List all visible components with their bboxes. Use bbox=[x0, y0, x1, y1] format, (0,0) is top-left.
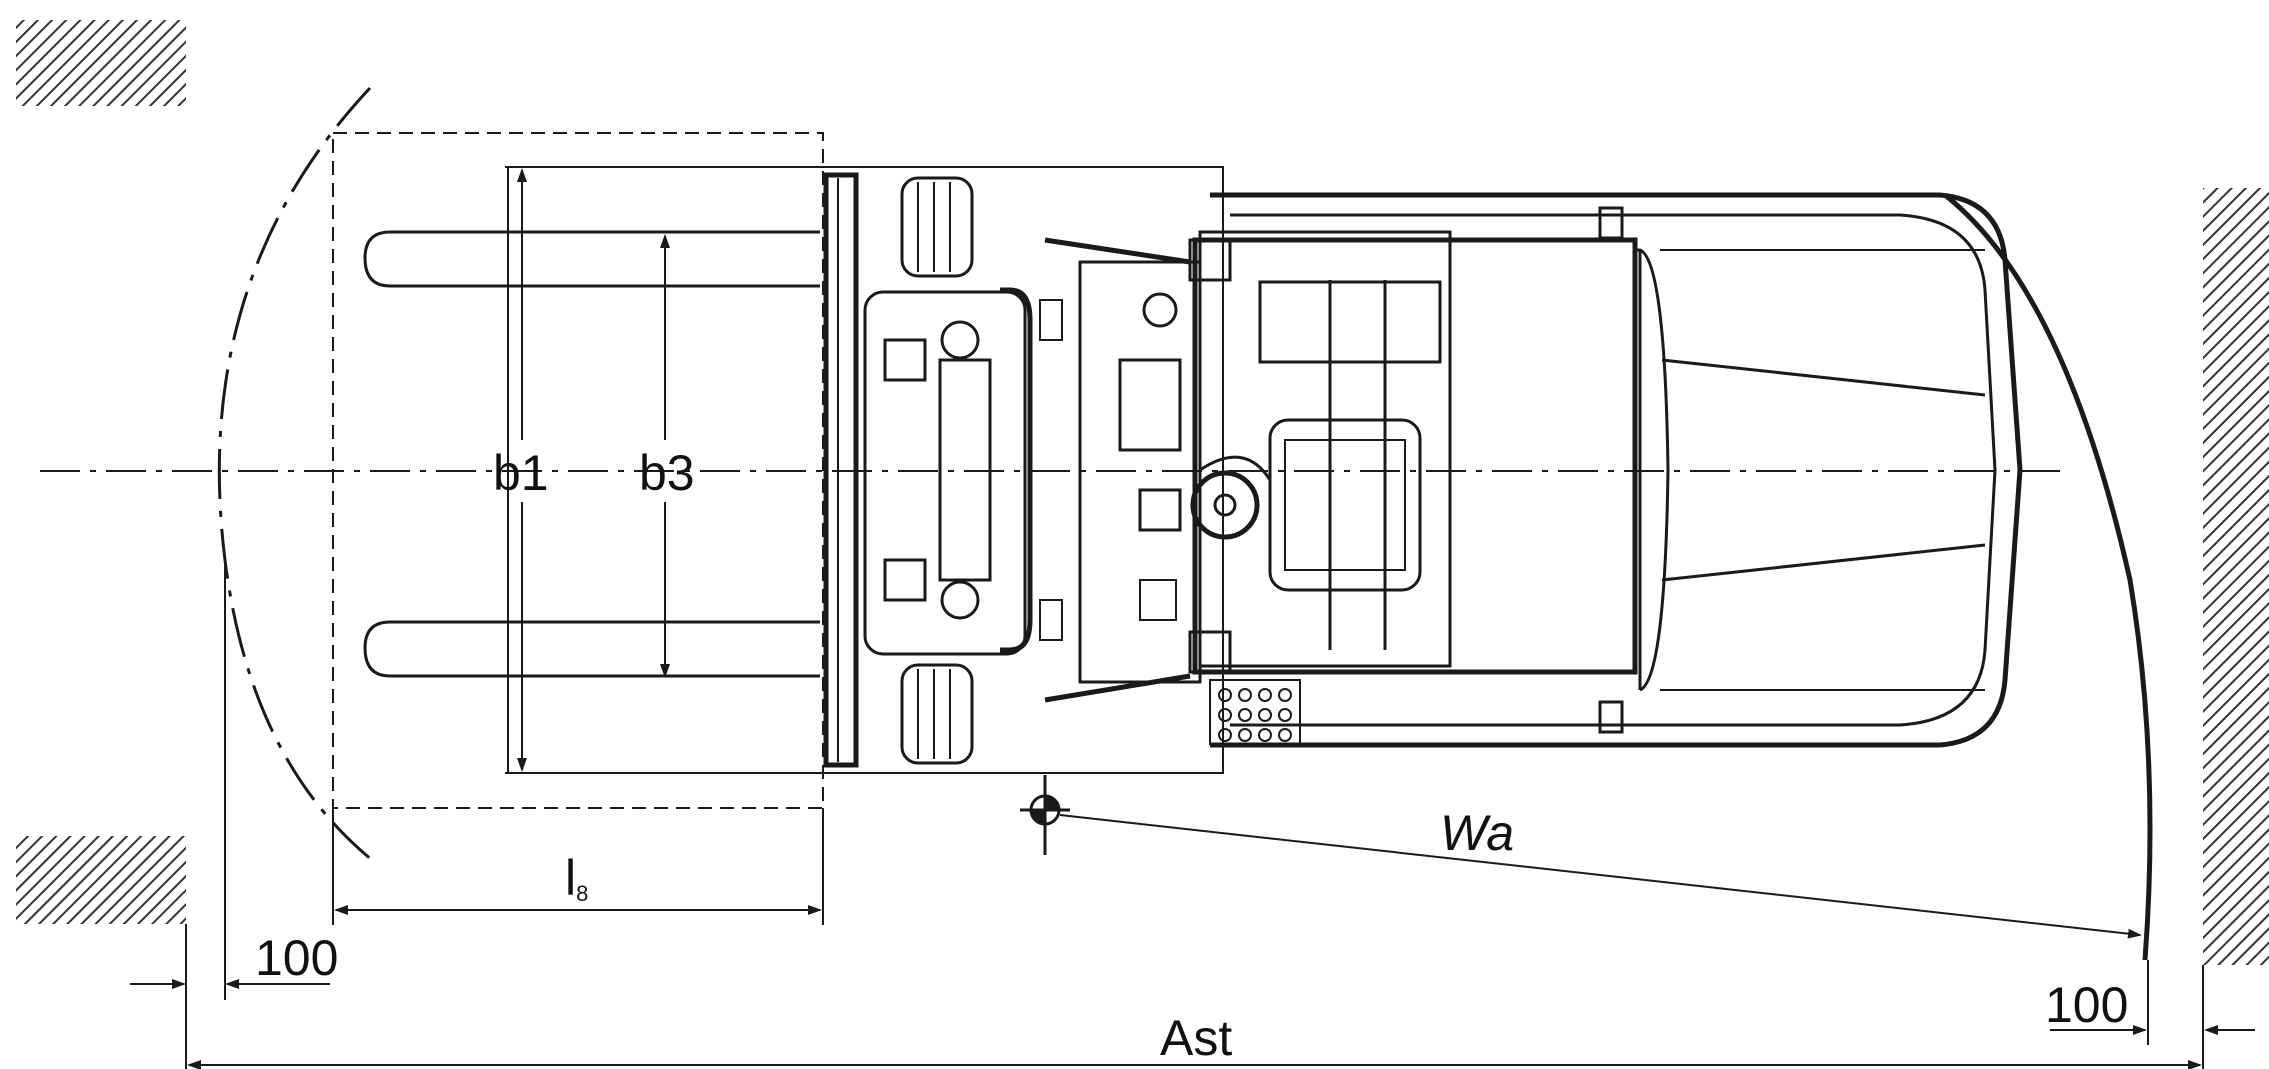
wall-bottom-left bbox=[16, 836, 186, 924]
label-wa: Wa bbox=[1440, 805, 1514, 861]
turning-arc-front bbox=[217, 86, 373, 862]
label-ast: Ast bbox=[1160, 1010, 1232, 1066]
turning-arc-rear bbox=[1943, 193, 2153, 961]
label-l8-main: l bbox=[565, 850, 576, 906]
wall-top-left bbox=[16, 20, 186, 106]
pivot-point bbox=[1020, 775, 1070, 855]
steering-wheel bbox=[1190, 455, 1272, 540]
carriage-frame bbox=[507, 166, 1224, 774]
front-wheel-bottom bbox=[900, 663, 974, 765]
dimension-ast bbox=[187, 965, 2204, 1069]
counterweight-body bbox=[1210, 192, 2023, 748]
guard-bar-bottom bbox=[1044, 673, 1191, 703]
dimension-clearance-left bbox=[130, 560, 330, 1069]
label-l8-sub: 8 bbox=[576, 881, 588, 906]
fork-top bbox=[363, 230, 820, 288]
label-clearance-right: 100 bbox=[2045, 977, 2128, 1033]
operator-cab bbox=[1198, 230, 1452, 745]
label-l8: l8 bbox=[565, 850, 588, 906]
mast-assembly bbox=[863, 287, 1063, 656]
dimension-wa bbox=[1059, 814, 2142, 939]
guard-bar-top bbox=[1044, 237, 1191, 265]
load-outline bbox=[332, 132, 824, 809]
dimension-b1 bbox=[505, 166, 560, 774]
fork-bottom bbox=[363, 620, 820, 678]
wall-right bbox=[2203, 188, 2269, 965]
label-b1: b1 bbox=[493, 445, 549, 501]
front-wheel-top bbox=[900, 176, 974, 278]
dimension-l8 bbox=[332, 808, 824, 925]
label-b3: b3 bbox=[639, 445, 695, 501]
dimension-clearance-right bbox=[2050, 960, 2255, 1045]
overhead-guard bbox=[1192, 237, 1638, 675]
fork-plate bbox=[823, 172, 859, 768]
label-clearance-left: 100 bbox=[255, 930, 338, 986]
